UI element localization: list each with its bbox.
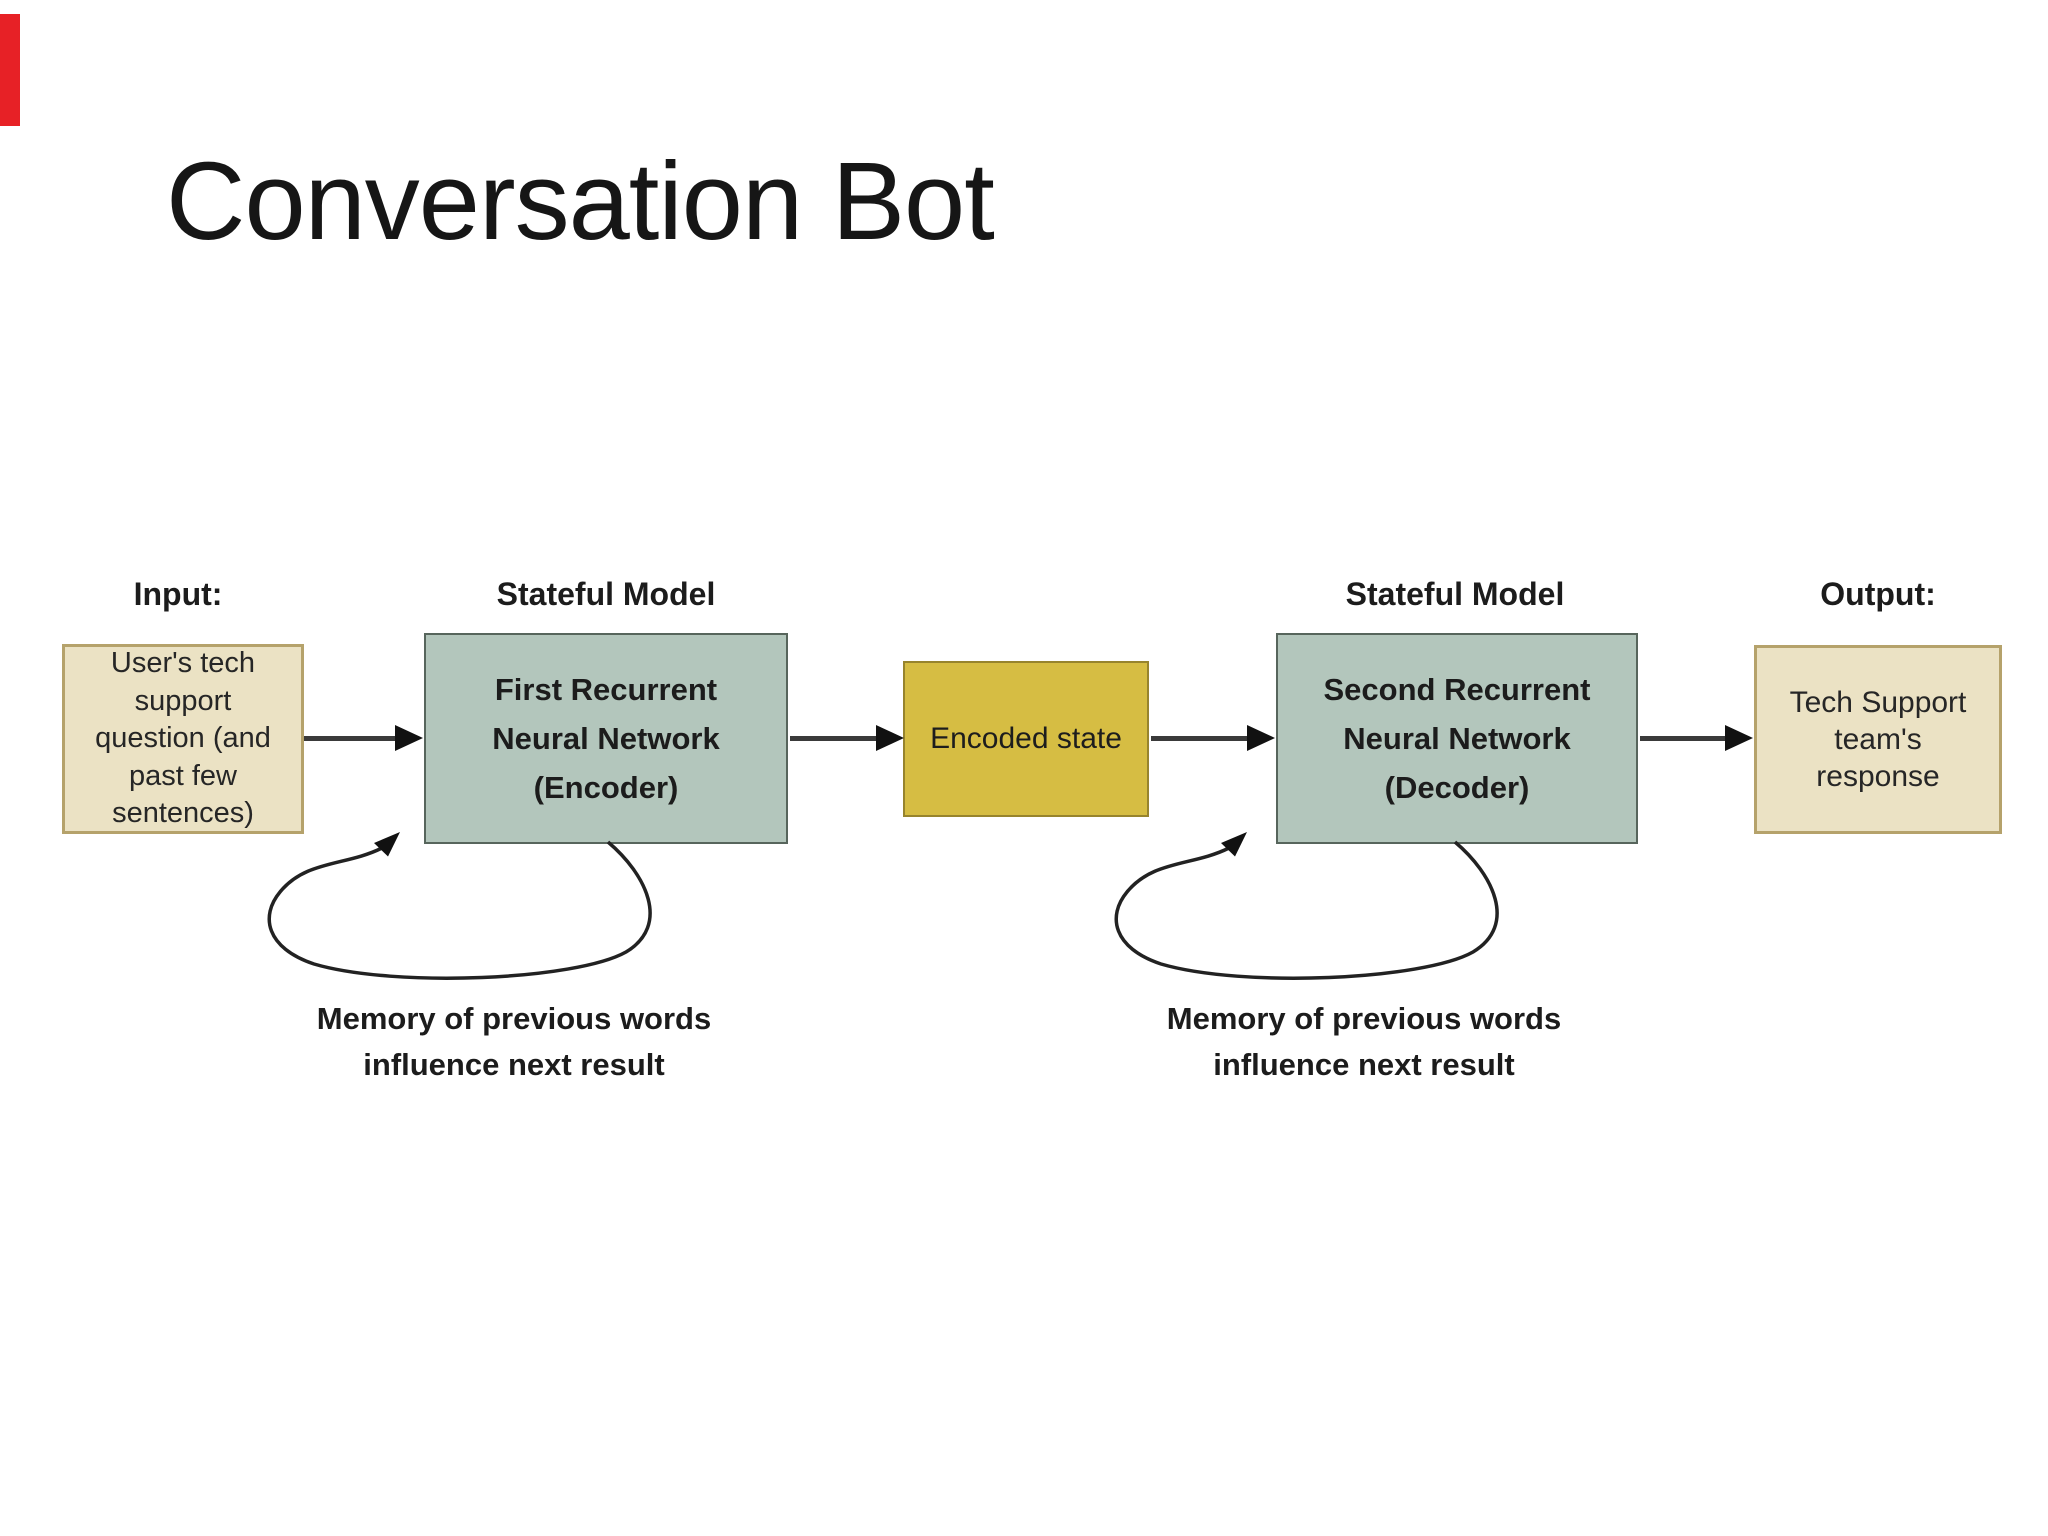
loop-caption-left: Memory of previous words influence next … — [264, 996, 764, 1088]
encoder-box-line: First Recurrent — [494, 672, 718, 707]
loop-caption-line: influence next result — [363, 1047, 665, 1082]
loop-arrowhead-icon — [374, 832, 400, 857]
loop-caption-line: Memory of previous words — [316, 1001, 712, 1036]
slide-title: Conversation Bot — [166, 140, 995, 263]
loop-caption-line: influence next result — [1213, 1047, 1515, 1082]
label-input: Input: — [133, 576, 223, 612]
arrowhead-icon — [395, 725, 423, 751]
input-box-line: sentences) — [112, 797, 254, 830]
output-box-line: Tech Support — [1789, 686, 1967, 719]
label-output: Output: — [1820, 576, 1936, 612]
arrowhead-icon — [876, 725, 904, 751]
loop-curve — [267, 840, 652, 980]
decoder-box-line: (Decoder) — [1384, 770, 1530, 805]
input-box-line: question (and — [95, 722, 271, 755]
output-box-line: team's — [1834, 723, 1922, 756]
loop-curve — [1114, 840, 1499, 980]
feedback-loop-arrow-right — [1114, 832, 1499, 980]
decoder-box-line: Neural Network — [1343, 721, 1571, 756]
flow-arrow-decoder-to-output — [1640, 725, 1753, 751]
encoded-state-box: Encoded state — [903, 661, 1149, 817]
loop-arrowhead-icon — [1221, 832, 1247, 857]
output-box-line: response — [1816, 760, 1940, 793]
encoder-box: First Recurrent Neural Network (Encoder) — [424, 633, 788, 844]
input-box-line: past few — [129, 759, 237, 792]
feedback-loop-arrow-left — [267, 832, 652, 980]
input-box: User's tech support question (and past f… — [62, 644, 304, 834]
flow-arrow-input-to-encoder — [304, 725, 423, 751]
flow-arrow-state-to-decoder — [1151, 725, 1275, 751]
label-stateful-model-left: Stateful Model — [496, 576, 716, 612]
flow-arrow-encoder-to-state — [790, 725, 904, 751]
label-stateful-model-right: Stateful Model — [1345, 576, 1565, 612]
loop-caption-line: Memory of previous words — [1166, 1001, 1562, 1036]
arrowhead-icon — [1725, 725, 1753, 751]
encoded-state-label: Encoded state — [930, 722, 1122, 755]
arrowhead-icon — [1247, 725, 1275, 751]
input-box-line: support — [134, 684, 232, 717]
input-box-line: User's tech — [110, 647, 256, 680]
decoder-box: Second Recurrent Neural Network (Decoder… — [1276, 633, 1638, 844]
output-box: Tech Support team's response — [1754, 645, 2002, 834]
loop-caption-right: Memory of previous words influence next … — [1114, 996, 1614, 1088]
red-accent-bar — [0, 14, 20, 126]
encoder-box-line: Neural Network — [492, 721, 720, 756]
decoder-box-line: Second Recurrent — [1323, 672, 1591, 707]
encoder-box-line: (Encoder) — [533, 770, 679, 805]
